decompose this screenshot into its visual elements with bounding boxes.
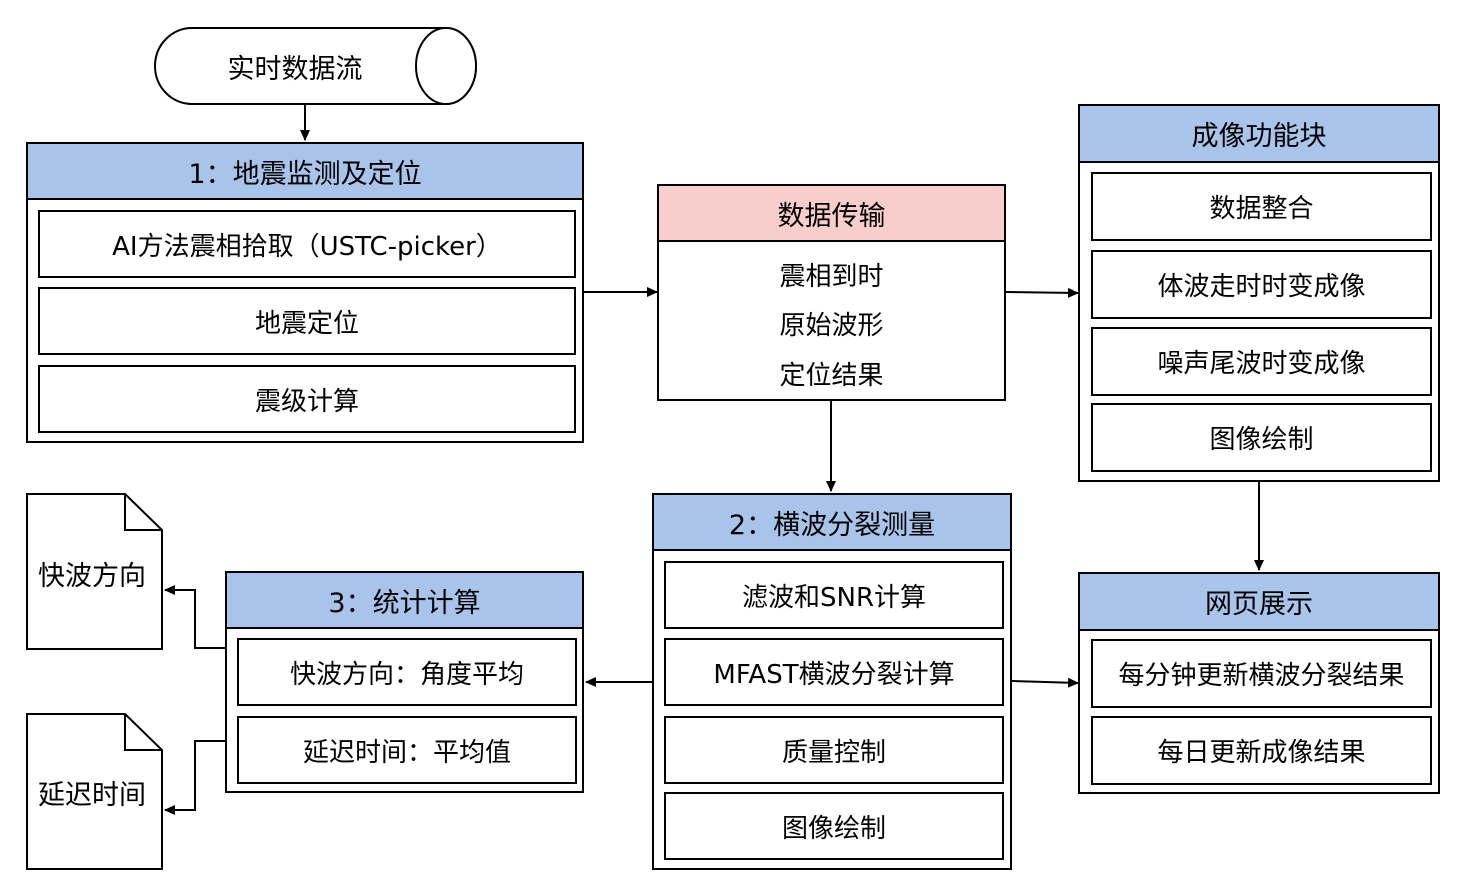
splitting-item-mfast: MFAST横波分裂计算	[664, 638, 1004, 706]
imaging-item-coda: 噪声尾波时变成像	[1091, 327, 1432, 396]
splitting-panel: 2：横波分裂测量 滤波和SNR计算 MFAST横波分裂计算 质量控制 图像绘制	[652, 493, 1012, 870]
splitting-item-filter: 滤波和SNR计算	[664, 561, 1004, 629]
statistics-title: 3：统计计算	[227, 573, 582, 629]
transfer-item-arrival: 震相到时	[779, 262, 884, 292]
monitoring-item-magnitude: 震级计算	[38, 365, 576, 433]
arrow-statistics-to-fast-direction	[164, 585, 225, 649]
data-stream-cylinder	[154, 27, 477, 105]
statistics-panel: 3：统计计算 快波方向：角度平均 延迟时间：平均值	[225, 571, 584, 793]
web-item-splitting: 每分钟更新横波分裂结果	[1091, 639, 1432, 708]
fast-direction-label: 快波方向	[38, 561, 146, 592]
fast-direction-document	[26, 493, 163, 650]
arrow-transfer-to-imaging	[1004, 287, 1079, 298]
monitoring-panel: 1：地震监测及定位 AI方法震相拾取（USTC-picker） 地震定位 震级计…	[26, 142, 584, 443]
splitting-item-plotting: 图像绘制	[664, 792, 1004, 860]
splitting-item-quality: 质量控制	[664, 716, 1004, 784]
imaging-item-integration: 数据整合	[1091, 172, 1432, 241]
monitoring-item-location: 地震定位	[38, 287, 576, 355]
transfer-panel: 数据传输 震相到时 原始波形 定位结果	[657, 184, 1006, 401]
transfer-item-waveform: 原始波形	[779, 311, 884, 341]
web-title: 网页展示	[1080, 574, 1438, 631]
statistics-item-fast-direction: 快波方向：角度平均	[237, 638, 577, 706]
monitoring-title: 1：地震监测及定位	[28, 144, 582, 200]
monitoring-item-picking: AI方法震相拾取（USTC-picker）	[38, 210, 576, 278]
transfer-title: 数据传输	[659, 186, 1004, 242]
splitting-title: 2：横波分裂测量	[654, 495, 1010, 551]
imaging-item-plotting: 图像绘制	[1091, 403, 1432, 472]
imaging-title: 成像功能块	[1080, 106, 1438, 163]
transfer-item-location: 定位结果	[779, 361, 884, 391]
statistics-item-delay-time: 延迟时间：平均值	[237, 716, 577, 784]
web-item-imaging: 每日更新成像结果	[1091, 716, 1432, 785]
imaging-panel: 成像功能块 数据整合 体波走时时变成像 噪声尾波时变成像 图像绘制	[1078, 104, 1440, 482]
delay-time-label: 延迟时间	[38, 780, 146, 811]
arrow-statistics-to-delay-time	[164, 740, 225, 815]
arrow-splitting-to-web	[1011, 677, 1079, 688]
imaging-item-bodywave: 体波走时时变成像	[1091, 250, 1432, 319]
web-panel: 网页展示 每分钟更新横波分裂结果 每日更新成像结果	[1078, 572, 1440, 794]
delay-time-document	[26, 713, 163, 870]
data-stream-label: 实时数据流	[227, 53, 363, 85]
